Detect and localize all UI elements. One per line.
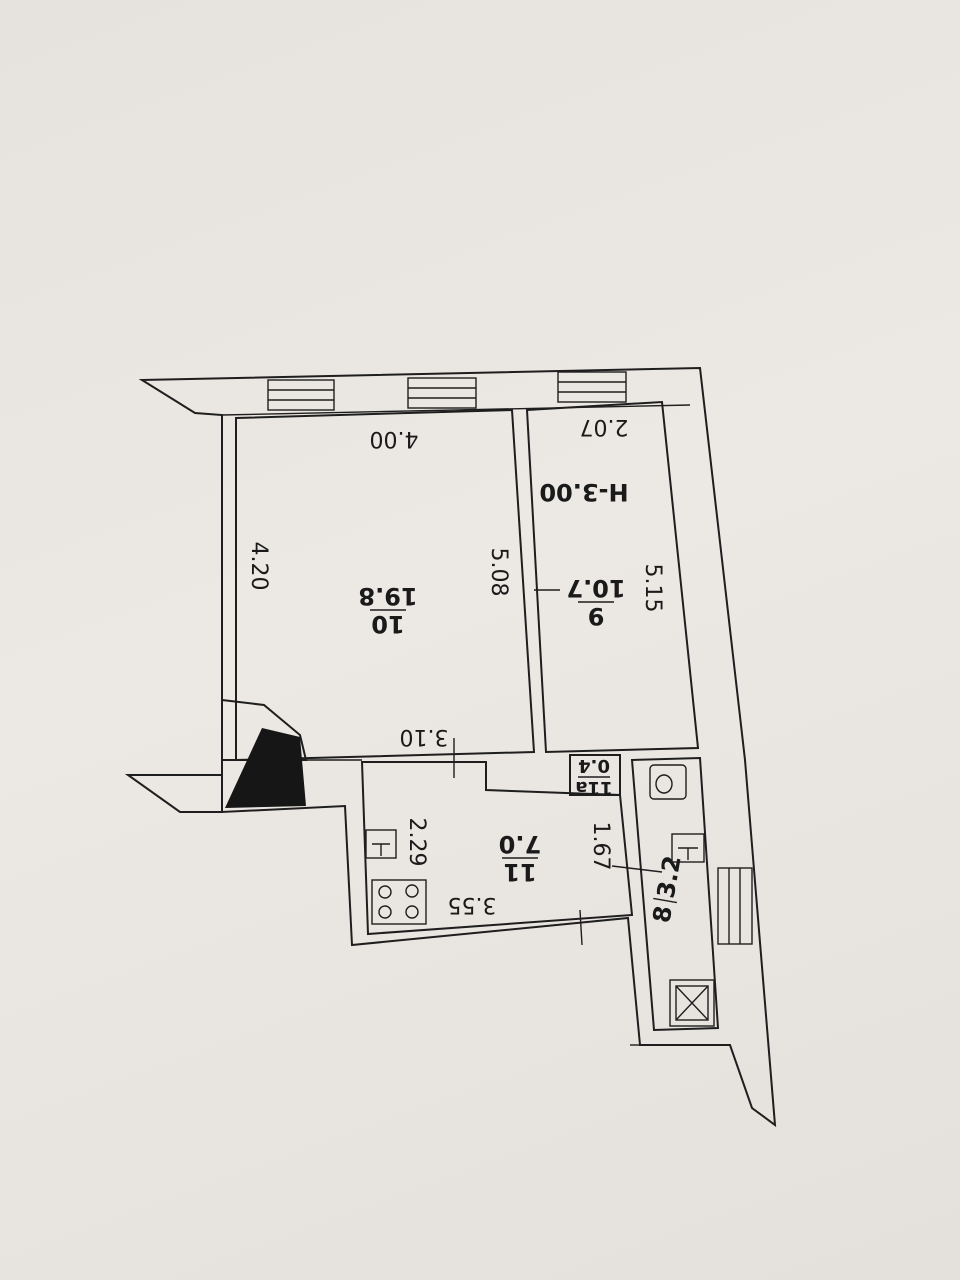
room-11-width: 3.55 xyxy=(448,892,497,917)
room-11a-number: 11a xyxy=(575,777,612,798)
room-8 xyxy=(611,756,720,1032)
room-10-area: 19.8 xyxy=(358,582,417,610)
stove-icon xyxy=(371,879,427,925)
room-9-area: 10.7 xyxy=(566,574,625,602)
room-11-length: 2.29 xyxy=(404,818,429,867)
room-10-depth: 5.08 xyxy=(486,548,511,597)
window-room-10a xyxy=(267,379,335,411)
room-8-label: 8 3.2 xyxy=(647,854,686,925)
room-10-width: 4.00 xyxy=(370,426,419,451)
room-10-number: 10 xyxy=(371,610,404,638)
room-10-length: 4.20 xyxy=(246,542,271,591)
room-11-depth: 1.67 xyxy=(588,822,613,871)
room-11-number: 11 xyxy=(503,858,536,886)
shower-icon xyxy=(669,979,715,1027)
room-8-area: 3.2 xyxy=(652,854,687,901)
window-bathroom xyxy=(717,867,753,945)
room-11 xyxy=(360,761,634,946)
window-room-9 xyxy=(557,371,627,403)
window-room-10b xyxy=(407,377,477,409)
room-11-area: 7.0 xyxy=(499,830,542,858)
room-10-label: 10 19.8 xyxy=(358,582,417,638)
room-11a-area: 0.4 xyxy=(578,755,610,776)
room-11a-label: 11a 0.4 xyxy=(575,755,612,798)
room-8-number: 8 xyxy=(647,904,677,925)
room-11-label: 11 7.0 xyxy=(499,830,542,886)
room-9-number: 9 xyxy=(588,602,605,630)
sink-icon-kitchen xyxy=(365,829,397,859)
chimney-block xyxy=(221,698,308,808)
room-9 xyxy=(525,400,700,754)
room-9-label: 9 10.7 xyxy=(566,574,625,630)
toilet-icon xyxy=(649,764,687,800)
room-9-length: 5.15 xyxy=(640,564,665,613)
sink-icon-bathroom xyxy=(671,833,705,863)
room-9-width: 2.07 xyxy=(580,414,629,439)
ceiling-height-label: H-3.00 xyxy=(539,478,628,506)
room-10-lower: 3.10 xyxy=(400,724,449,749)
outer-walls xyxy=(124,366,777,1128)
